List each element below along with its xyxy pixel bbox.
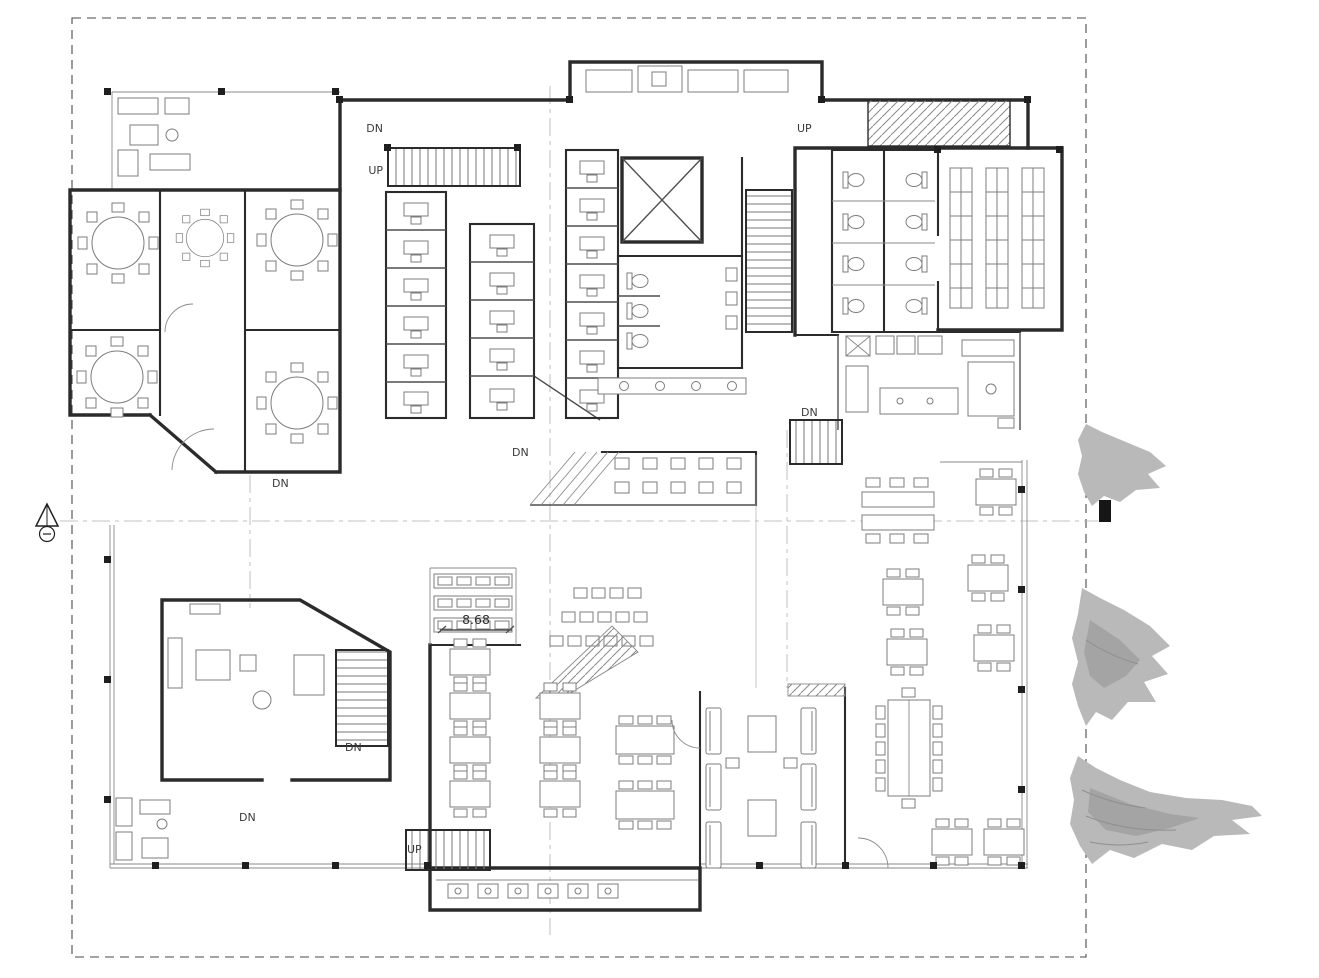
terrace-lounge-set-bottom <box>115 797 171 861</box>
label-dn-terrace: DN <box>239 811 256 824</box>
stair-bottom-up <box>405 829 491 871</box>
label-dn-core: DN <box>512 446 529 459</box>
centerlines <box>60 86 1098 935</box>
ramp-top-right <box>867 99 1011 147</box>
north-arrow-icon <box>34 502 60 543</box>
label-up-stair-top-right: UP <box>797 122 812 135</box>
kitchen <box>845 335 1015 429</box>
label-dimension-hall-width: 8.68 <box>462 612 490 627</box>
restrooms-center <box>597 267 747 395</box>
stair-service-dn <box>789 419 843 465</box>
stair-top-center <box>387 147 521 187</box>
door-swings <box>164 303 889 869</box>
stair-main-core <box>745 189 793 333</box>
labels: DN UP UP DN DN DN DN DN UP 8.68 <box>239 122 818 856</box>
sink-counter <box>597 377 747 395</box>
dining-right <box>861 468 1025 866</box>
tree-icon <box>1070 756 1262 864</box>
lounge-center-right <box>705 707 817 869</box>
step-seats <box>614 457 742 494</box>
columns <box>104 88 1063 869</box>
dimension-8-68 <box>437 625 515 634</box>
terrace-lounge-set-top <box>117 97 191 177</box>
property-boundary-dashed <box>71 17 1087 958</box>
lounge-room <box>167 603 325 710</box>
amphitheater-steps <box>529 451 742 506</box>
label-up-stair-top-center: UP <box>368 164 383 177</box>
wall-poche-marker <box>1099 500 1111 522</box>
left-wing-dining <box>76 199 338 444</box>
trees <box>1070 424 1262 864</box>
screen-hatch <box>787 683 846 697</box>
study-hall <box>949 167 1045 309</box>
roof-kitchen-equipment <box>585 65 789 93</box>
tiered-seating <box>534 587 654 699</box>
buffet-counters <box>433 573 513 633</box>
stair-lounge <box>335 649 389 747</box>
elevator <box>620 156 704 244</box>
label-dn-stair-top-center: DN <box>366 122 383 135</box>
restrooms-right <box>832 171 935 315</box>
elevator-x-icon <box>621 157 703 243</box>
label-dn-kitchen-service: DN <box>801 406 818 419</box>
stairs <box>335 99 1011 871</box>
banquet-table <box>875 687 943 809</box>
terrace-edges <box>109 91 1028 869</box>
label-up-stair-bottom: UP <box>407 843 422 856</box>
dining-hall-center <box>433 573 675 899</box>
office-cubicles <box>384 148 620 420</box>
label-dn-lounge-stair: DN <box>345 741 362 754</box>
servery-row-bottom <box>447 883 619 899</box>
label-dn-left-wing: DN <box>272 477 289 490</box>
tree-icon <box>1078 424 1166 506</box>
